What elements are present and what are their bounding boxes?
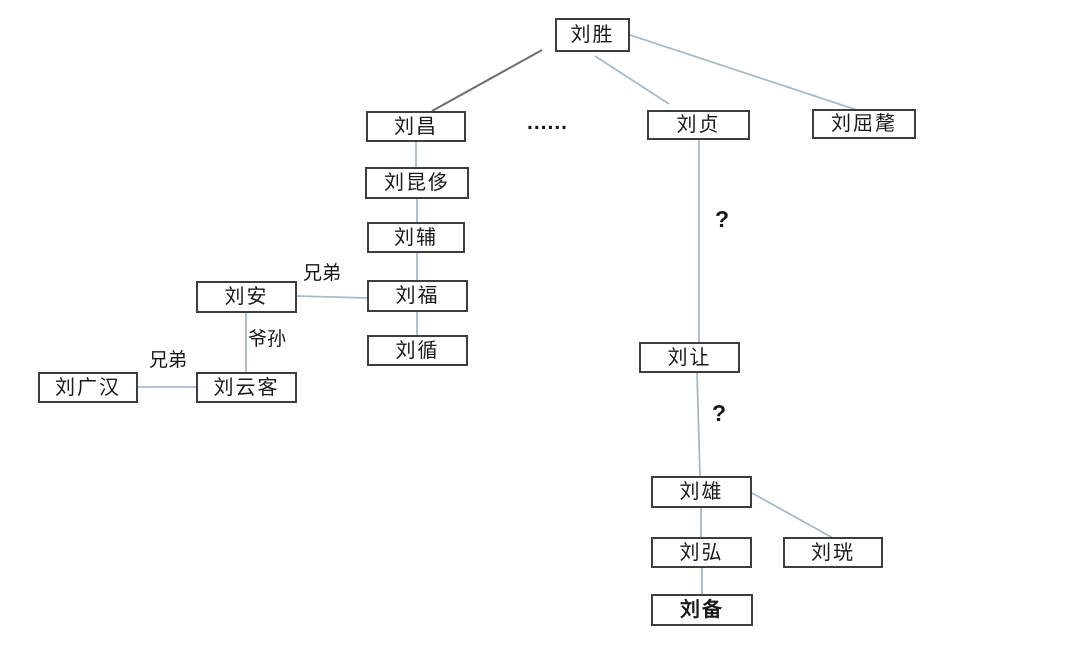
node-liurang: 刘让 [639,342,740,373]
node-liukunchi: 刘昆侈 [365,167,469,199]
node-liufu-fuk: 刘福 [367,280,468,312]
node-liuxiong: 刘雄 [651,476,752,508]
relation-label-brothers-left: 兄弟 [149,350,188,371]
node-liusheng: 刘胜 [555,18,630,52]
connector-liurang-liuxiong [696,371,701,478]
node-liuguang: 刘珖 [783,537,883,568]
node-liuhong: 刘弘 [651,537,752,568]
question-mark-lower: ? [712,400,727,426]
connector-liuxiong-liuguang [751,492,834,539]
connector-liuan-liufuk [296,295,369,299]
relation-label-grandpa-grandson: 爷孙 [248,329,287,350]
node-liuqumao: 刘屈氂 [812,109,916,139]
question-mark-upper: ? [715,206,730,232]
relation-label-brothers-right: 兄弟 [303,263,342,284]
ellipsis-label: ...... [527,111,569,134]
node-liubei: 刘备 [651,594,753,626]
node-liuan: 刘安 [196,281,297,313]
node-liuguanghan: 刘广汉 [38,372,138,403]
connector-liusheng-liuzhen [594,55,670,105]
node-liuyunke: 刘云客 [196,372,297,403]
node-liuzhen: 刘贞 [647,110,750,140]
connector-liusheng-liuchang [431,49,543,112]
node-liufu-fu: 刘辅 [367,222,465,253]
node-liuxun: 刘循 [367,335,468,366]
connector-liusheng-liuqumao [629,34,858,111]
node-liuchang: 刘昌 [366,111,466,142]
